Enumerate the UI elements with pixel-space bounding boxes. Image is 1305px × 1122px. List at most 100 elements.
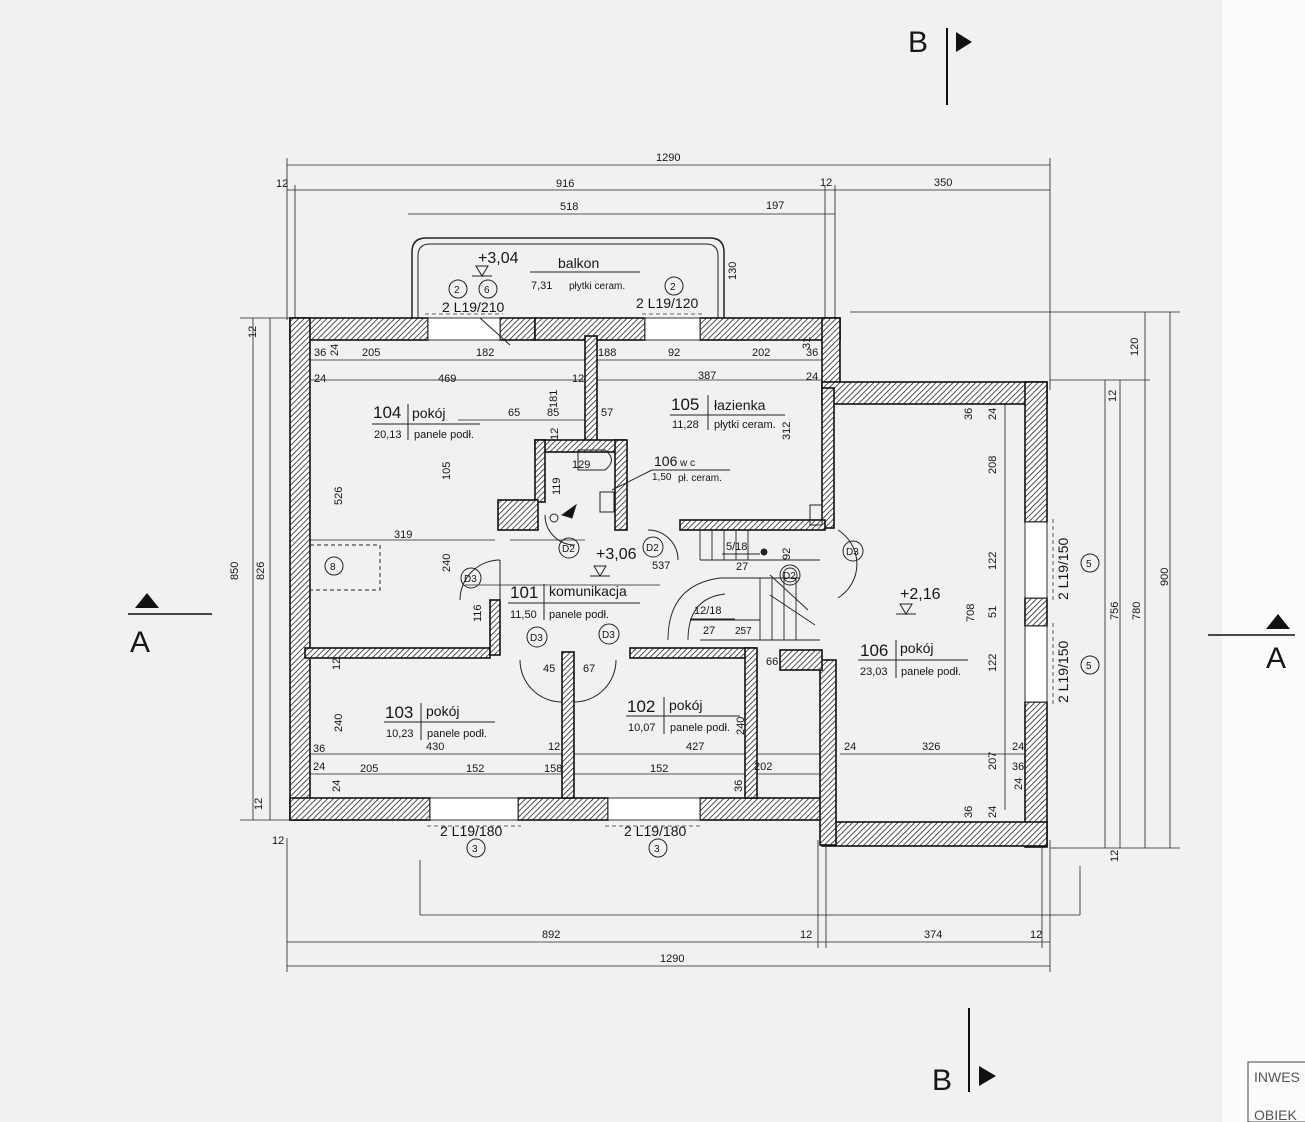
windows (427, 317, 1048, 821)
fixture-tag: 8 (324, 556, 344, 576)
window-type-tags (448, 276, 1100, 858)
svg-text:122: 122 (987, 552, 999, 570)
svg-text:105: 105 (441, 462, 453, 480)
svg-text:826: 826 (255, 562, 267, 580)
svg-text:240: 240 (735, 717, 747, 735)
svg-text:916: 916 (556, 178, 574, 190)
svg-text:27: 27 (703, 625, 715, 637)
svg-text:430: 430 (426, 741, 444, 753)
svg-text:3: 3 (472, 844, 478, 855)
svg-text:24: 24 (1012, 741, 1024, 753)
svg-text:106: 106 (860, 641, 888, 660)
svg-text:12: 12 (800, 929, 812, 941)
svg-text:pł. ceram.: pł. ceram. (678, 473, 722, 484)
svg-text:+3,04: +3,04 (478, 250, 519, 267)
svg-text:92: 92 (781, 548, 793, 560)
svg-text:B: B (932, 1064, 952, 1097)
svg-text:11,50: 11,50 (510, 609, 537, 621)
svg-text:12: 12 (247, 326, 259, 338)
level-room-106: +2,16 (900, 586, 941, 603)
svg-text:129: 129 (572, 459, 590, 471)
dimension-lines (240, 158, 1180, 972)
svg-text:24: 24 (331, 780, 343, 792)
svg-text:24: 24 (314, 373, 326, 385)
svg-text:45: 45 (543, 663, 555, 675)
svg-text:900: 900 (1159, 568, 1171, 586)
section-marker-b-top: B (908, 26, 972, 105)
svg-text:12: 12 (272, 835, 284, 847)
room-label-105: 105 łazienka 11,28 płytki ceram. (670, 395, 785, 431)
svg-text:10,07: 10,07 (628, 722, 656, 734)
svg-text:85: 85 (547, 407, 559, 419)
svg-text:326: 326 (922, 741, 940, 753)
door-type-tag-texts: D2 D2 D2 D3 D3 D3 D3 (464, 543, 859, 644)
svg-text:12: 12 (253, 798, 265, 810)
balcony-label: +3,04 balkon 7,31 płytki ceram. (478, 250, 640, 292)
svg-text:8: 8 (330, 562, 336, 573)
svg-text:708: 708 (965, 604, 977, 622)
svg-text:2 L19/180: 2 L19/180 (440, 823, 502, 839)
section-marker-a-right: A (1208, 614, 1295, 675)
svg-text:240: 240 (333, 714, 345, 732)
svg-text:A: A (1266, 642, 1286, 675)
svg-text:balkon: balkon (558, 255, 599, 271)
svg-text:12: 12 (820, 177, 832, 189)
svg-text:2: 2 (454, 285, 460, 296)
svg-text:pokój: pokój (426, 703, 459, 719)
svg-text:202: 202 (754, 761, 772, 773)
svg-text:850: 850 (229, 562, 241, 580)
svg-text:387: 387 (698, 370, 716, 382)
svg-text:101: 101 (510, 583, 538, 602)
svg-text:24: 24 (987, 806, 999, 818)
svg-text:182: 182 (476, 347, 494, 359)
svg-text:374: 374 (924, 929, 942, 941)
window-sills (425, 313, 1054, 827)
dimensions-top: 1290 12 916 12 350 518 197 130 (276, 152, 952, 280)
svg-text:116: 116 (472, 604, 484, 622)
svg-text:20,13: 20,13 (374, 429, 402, 441)
section-marker-b-bottom: B (932, 1008, 996, 1097)
svg-text:12: 12 (1107, 390, 1119, 402)
door-type-tags (460, 536, 864, 648)
svg-text:1,50: 1,50 (652, 472, 672, 483)
svg-text:2 L19/150: 2 L19/150 (1055, 641, 1071, 703)
svg-text:130: 130 (727, 262, 739, 280)
svg-text:12: 12 (548, 741, 560, 753)
svg-text:106: 106 (654, 453, 678, 469)
svg-text:1290: 1290 (656, 152, 680, 164)
svg-text:D3: D3 (602, 630, 615, 641)
svg-text:komunikacja: komunikacja (549, 583, 627, 599)
svg-text:7,31: 7,31 (531, 280, 552, 292)
walls (289, 317, 1048, 848)
svg-text:INWES: INWES (1254, 1069, 1300, 1085)
svg-text:A: A (130, 626, 150, 659)
svg-text:152: 152 (466, 763, 484, 775)
svg-text:31: 31 (801, 337, 813, 349)
svg-text:181: 181 (548, 390, 560, 408)
svg-text:2 L19/150: 2 L19/150 (1055, 538, 1071, 600)
svg-text:12: 12 (1030, 929, 1042, 941)
svg-text:122: 122 (987, 654, 999, 672)
svg-text:152: 152 (650, 763, 668, 775)
svg-text:pokój: pokój (900, 640, 933, 656)
svg-text:36: 36 (806, 347, 818, 359)
svg-text:D2: D2 (646, 543, 659, 554)
svg-text:D3: D3 (530, 633, 543, 644)
svg-text:D3: D3 (846, 547, 859, 558)
svg-text:257: 257 (735, 626, 752, 637)
window-type-tag-texts: 2 6 2 3 3 5 5 (454, 282, 1092, 855)
dimensions-bottom: 892 12 374 12 1290 12 (272, 835, 1042, 965)
level-corridor: +3,06 (596, 546, 637, 563)
svg-text:65: 65 (508, 407, 520, 419)
svg-text:51: 51 (987, 606, 999, 618)
svg-text:205: 205 (362, 347, 380, 359)
svg-text:197: 197 (766, 200, 784, 212)
svg-text:panele podł.: panele podł. (549, 609, 609, 621)
svg-text:756: 756 (1109, 602, 1121, 620)
svg-text:10,23: 10,23 (386, 728, 414, 740)
svg-text:102: 102 (627, 697, 655, 716)
svg-text:12: 12 (331, 658, 343, 670)
svg-text:6: 6 (484, 285, 490, 296)
svg-text:5: 5 (1086, 559, 1092, 570)
